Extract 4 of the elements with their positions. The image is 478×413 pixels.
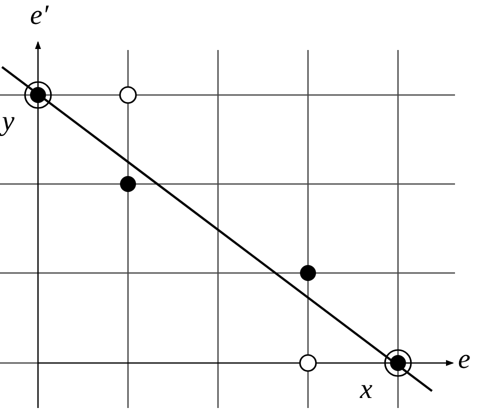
axis-label: e <box>458 346 470 374</box>
point-label: x <box>360 376 372 404</box>
point-label: y <box>2 108 14 136</box>
axis-label: e′ <box>30 2 49 30</box>
